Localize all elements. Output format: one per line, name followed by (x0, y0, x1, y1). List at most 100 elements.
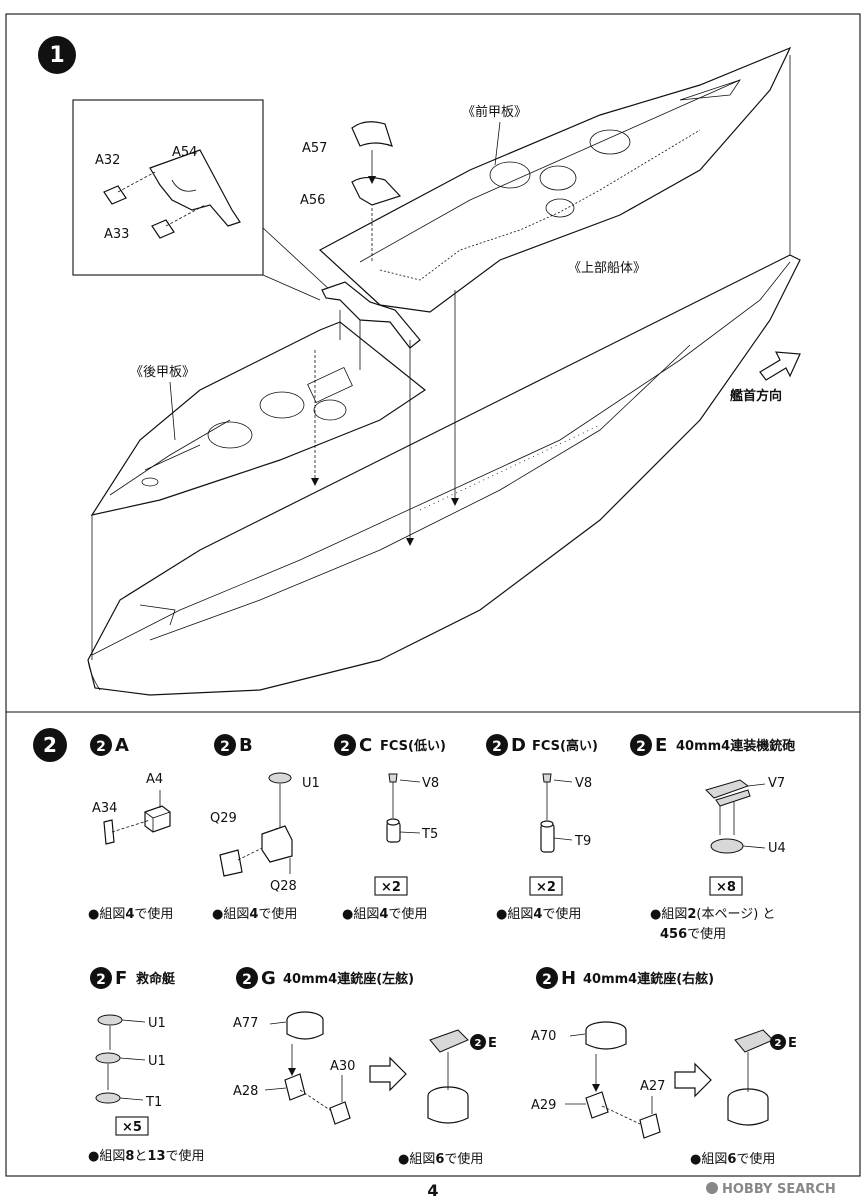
label-a54: A54 (172, 145, 197, 160)
sub-e-part-v7: V7 (768, 776, 785, 791)
label-a33: A33 (104, 227, 129, 242)
sub-g-title: 40mm4連銃座(左舷) (283, 971, 414, 987)
part-a33-shape (151, 219, 175, 239)
inset-detail: A32 A54 A33 (72, 99, 331, 301)
sub-a-letter: A (115, 735, 129, 756)
notes-row-2: ●組図8と13で使用 ●組図6で使用 ●組図6で使用 (88, 1148, 775, 1167)
sub-h-arrow (674, 1062, 712, 1098)
sub-h-part-a29: A29 (531, 1098, 556, 1113)
sub-h-letter: H (561, 968, 576, 989)
sub-b-part-u1: U1 (302, 776, 320, 791)
page-number: 4 (427, 1181, 438, 1200)
sub-f-qty: ×5 (122, 1120, 142, 1135)
notes-row-1: ●組図4で使用 ●組図4で使用 ●組図4で使用 ●組図4で使用 ●組図2(本ペー… (88, 906, 775, 942)
sub-b-step: 2 (220, 739, 230, 755)
assembly-lines (91, 55, 791, 660)
sub-h-drawing: A70 A27 A29 2 E (531, 1021, 797, 1139)
parts-a56-a57 (351, 121, 402, 262)
sub-d-drawing: V8 T9 ×2 (529, 773, 592, 896)
sub-h-ref-letter: E (788, 1036, 797, 1051)
sub-header-d: 2 D FCS(高い) (486, 734, 598, 756)
sub-g-ref-step: 2 (475, 1038, 482, 1049)
sub-g-arrow (369, 1056, 407, 1092)
sub-d-part-v8: V8 (575, 776, 592, 791)
aft-deck (90, 321, 427, 516)
callout-upper-hull: 《上部船体》 (568, 261, 646, 276)
callout-aft-deck: 《後甲板》 (130, 365, 195, 380)
sub-c-title: FCS(低い) (380, 738, 446, 754)
sub-f-step: 2 (96, 972, 106, 988)
step-2-badge: 2 (33, 728, 67, 762)
sub-header-a: 2 A (90, 734, 129, 756)
sub-e-note-line2: 456で使用 (660, 926, 726, 942)
sub-f-part-u1-mid: U1 (148, 1054, 166, 1069)
sub-g-part-a28: A28 (233, 1084, 258, 1099)
sub-g-drawing: A77 A30 A28 2 E (233, 1011, 497, 1125)
sub-b-part-q28: Q28 (270, 879, 297, 894)
part-a54-shape (149, 149, 241, 227)
upper-hull (87, 254, 801, 696)
sub-g-note: ●組図6で使用 (398, 1151, 483, 1167)
label-a32: A32 (95, 153, 120, 168)
watermark-text: HOBBY SEARCH (722, 1182, 836, 1197)
sub-c-drawing: V8 T5 ×2 (374, 773, 439, 896)
step-2-number: 2 (43, 733, 57, 757)
sub-c-letter: C (359, 735, 372, 756)
sub-f-part-u1-top: U1 (148, 1016, 166, 1031)
label-a56: A56 (300, 193, 325, 208)
sub-a-part-a34: A34 (92, 801, 117, 816)
sub-h-part-a27: A27 (640, 1079, 665, 1094)
sub-e-letter: E (655, 735, 667, 756)
sub-f-letter: F (115, 968, 127, 989)
sub-e-drawing: V7 U4 ×8 (705, 776, 786, 896)
sub-g-ref-letter: E (488, 1036, 497, 1051)
sub-f-part-t1: T1 (145, 1095, 162, 1110)
sub-g-part-a30: A30 (330, 1059, 355, 1074)
sub-f-drawing: U1 U1 T1 ×5 (95, 1014, 166, 1136)
sub-h-note: ●組図6で使用 (690, 1151, 775, 1167)
sub-h-title: 40mm4連銃座(右舷) (583, 971, 714, 987)
sub-g-letter: G (261, 968, 276, 989)
sub-b-note: ●組図4で使用 (212, 906, 297, 922)
sub-d-note: ●組図4で使用 (496, 906, 581, 922)
step-1-number: 1 (49, 43, 64, 68)
sub-header-c: 2 C FCS(低い) (334, 734, 446, 756)
sub-d-letter: D (511, 735, 526, 756)
step-1-badge: 1 (38, 36, 76, 74)
sub-e-part-u4: U4 (768, 841, 786, 856)
callout-fore-deck: 《前甲板》 (462, 104, 527, 120)
sub-b-letter: B (239, 735, 253, 756)
sub-g-step: 2 (242, 972, 252, 988)
sub-a-drawing: A4 A34 (92, 772, 171, 845)
sub-header-f: 2 F 救命艇 (90, 967, 176, 989)
sub-h-step: 2 (542, 972, 552, 988)
sub-e-title: 40mm4連装機銃砲 (676, 738, 795, 754)
label-a57: A57 (302, 141, 327, 156)
sub-b-part-q29: Q29 (210, 811, 237, 826)
sub-g-part-a77: A77 (233, 1016, 258, 1031)
sub-d-title: FCS(高い) (532, 738, 598, 754)
sub-header-g: 2 G 40mm4連銃座(左舷) (236, 967, 414, 989)
sub-e-step: 2 (636, 739, 646, 755)
sub-a-note: ●組図4で使用 (88, 906, 173, 922)
page-frame (5, 13, 861, 1177)
sub-d-step: 2 (492, 739, 502, 755)
sub-f-title: 救命艇 (136, 971, 176, 987)
sub-e-qty: ×8 (716, 880, 736, 895)
sub-header-e: 2 E 40mm4連装機銃砲 (630, 734, 795, 756)
sub-c-qty: ×2 (381, 880, 401, 895)
sub-b-drawing: U1 Q29 Q28 (210, 772, 320, 894)
watermark: HOBBY SEARCH (706, 1182, 836, 1197)
bow-direction-arrow (759, 351, 801, 381)
sub-h-part-a70: A70 (531, 1029, 556, 1044)
sub-e-note: ●組図2(本ページ) と (650, 907, 775, 922)
fore-deck (318, 46, 792, 313)
sub-header-h: 2 H 40mm4連銃座(右舷) (536, 967, 714, 989)
sub-d-qty: ×2 (536, 880, 556, 895)
part-a32-shape (103, 185, 127, 205)
sub-h-ref-step: 2 (775, 1038, 782, 1049)
sub-c-note: ●組図4で使用 (342, 906, 427, 922)
sub-c-part-v8: V8 (422, 776, 439, 791)
sub-c-part-t5: T5 (421, 827, 438, 842)
